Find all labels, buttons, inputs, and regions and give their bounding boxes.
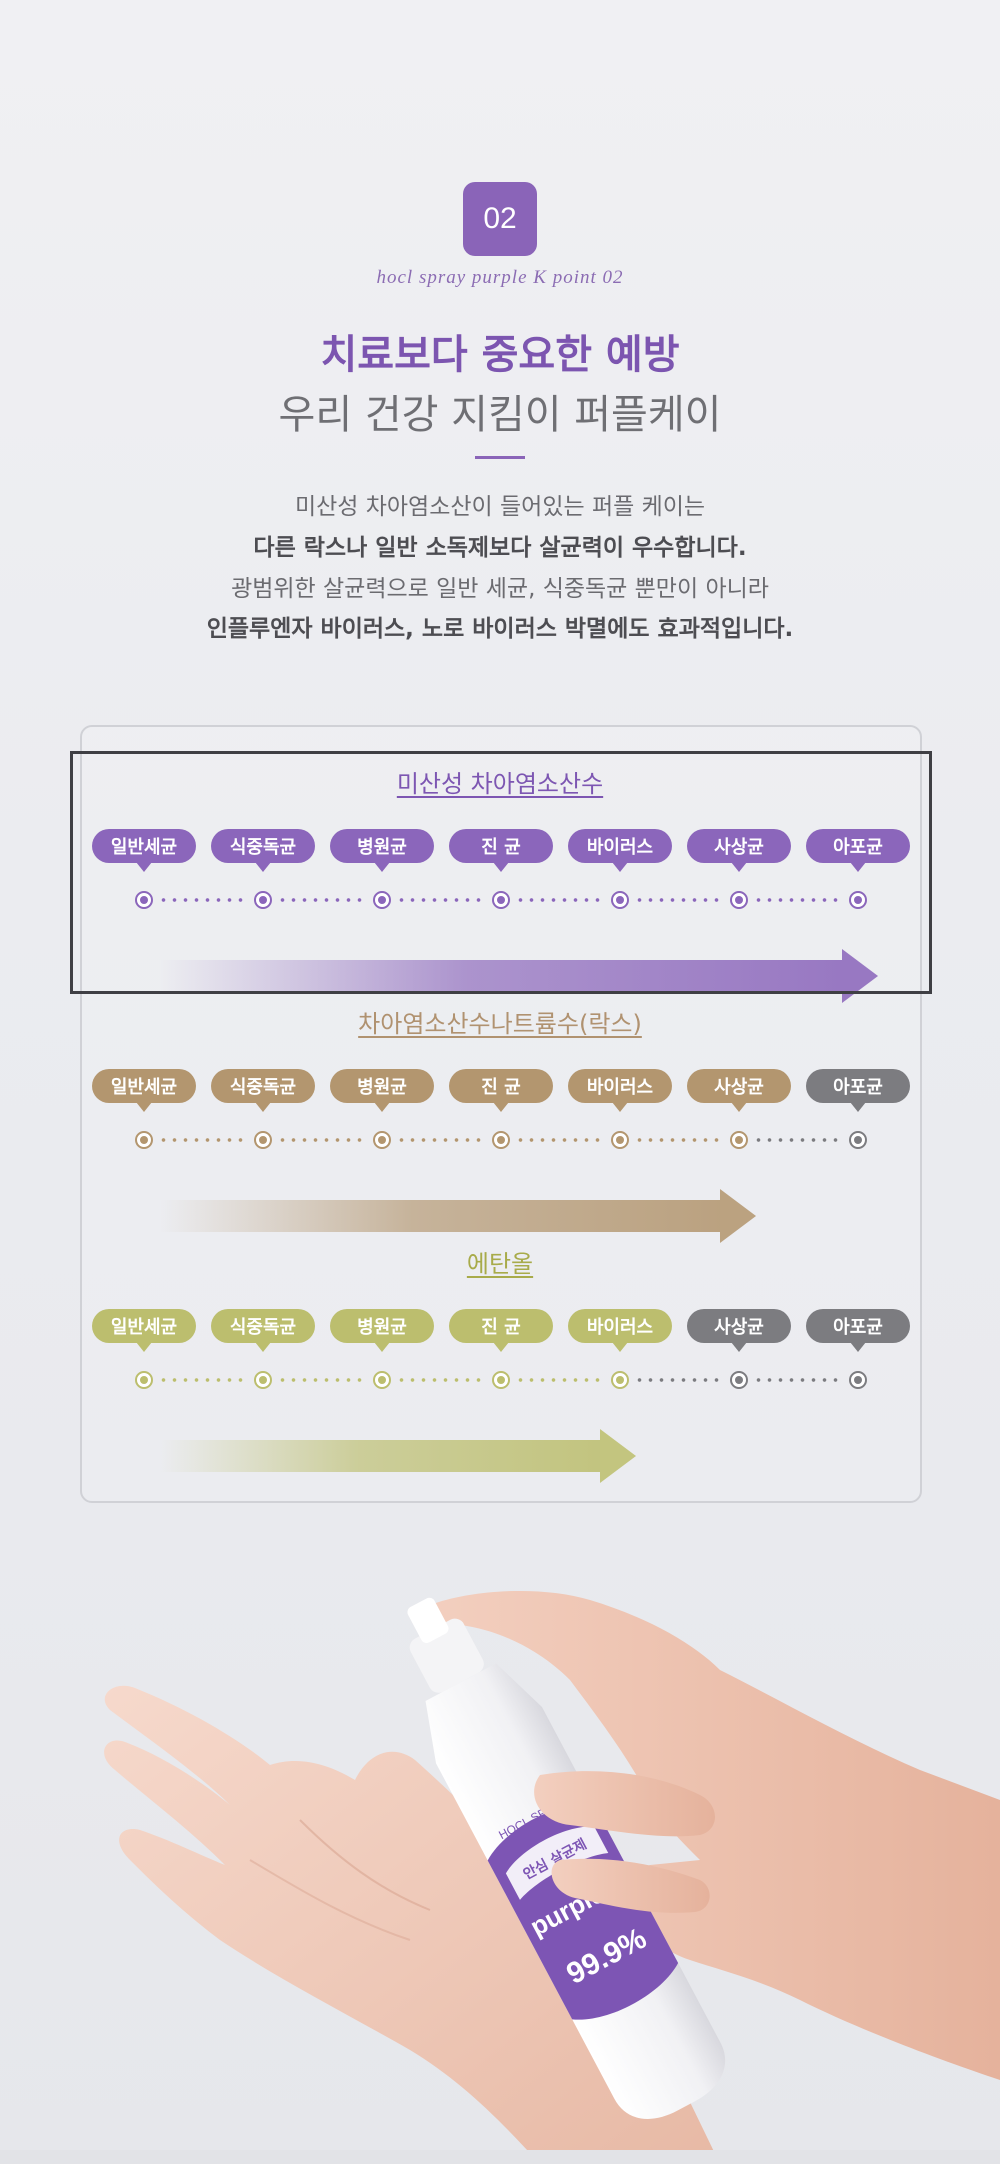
organism-pill: 일반세균: [92, 1069, 196, 1112]
row-title: 에탄올: [466, 1250, 534, 1278]
organism-pill: 아포균: [806, 829, 910, 872]
timeline-dots: [277, 1138, 368, 1142]
timeline-node: [135, 1371, 153, 1389]
row-title: 미산성 차아염소산수: [396, 770, 604, 798]
organism-pill: 병원균: [330, 1069, 434, 1112]
timeline-node: [254, 1131, 272, 1149]
timeline-node: [254, 891, 272, 909]
organism-pill: 식중독균: [211, 1309, 315, 1352]
hands-spray-illustration: HOCL SPRAY 안심 살균제 purple K 99.9%: [104, 1590, 1000, 2164]
timeline-node: [730, 891, 748, 909]
timeline-node: [611, 1371, 629, 1389]
timeline-dots: [158, 898, 249, 902]
organism-pill: 사상균: [687, 829, 791, 872]
organism-pill: 진 균: [449, 1069, 553, 1112]
organism-pill: 병원균: [330, 1309, 434, 1352]
right-hand: [429, 1590, 1000, 2080]
timeline-dots: [753, 1378, 844, 1382]
section-heading-secondary: 우리 건강 지킴이 퍼플케이: [278, 392, 722, 438]
coverage-arrow-head: [600, 1429, 636, 1483]
bottom-band: [0, 2150, 1000, 2164]
organism-pill: 아포균: [806, 1309, 910, 1352]
timeline-dots: [634, 1138, 725, 1142]
organism-pill: 아포균: [806, 1069, 910, 1112]
timeline-dots: [753, 1138, 844, 1142]
timeline-node: [849, 891, 867, 909]
coverage-arrow-body: [160, 1440, 600, 1472]
organism-pill: 바이러스: [568, 1309, 672, 1352]
timeline-dots: [158, 1378, 249, 1382]
timeline-dots: [396, 1138, 487, 1142]
organism-pill: 바이러스: [568, 1069, 672, 1112]
timeline-node: [373, 1371, 391, 1389]
right-hand-fingers: [534, 1771, 715, 1913]
timeline-dots: [515, 898, 606, 902]
row-title: 차아염소산수나트륨수(락스): [358, 1010, 642, 1038]
coverage-arrow-head: [842, 949, 878, 1003]
coverage-arrow-head: [720, 1189, 756, 1243]
organism-pill: 병원균: [330, 829, 434, 872]
point-number-badge: 02: [463, 182, 537, 256]
timeline-dots: [277, 898, 368, 902]
coverage-arrow-body: [160, 1200, 720, 1232]
organism-pill: 바이러스: [568, 829, 672, 872]
section-subtitle: hocl spray purple K point 02: [376, 267, 624, 288]
timeline-dots: [634, 1378, 725, 1382]
timeline-dots: [515, 1378, 606, 1382]
timeline-node: [492, 891, 510, 909]
organism-pill: 식중독균: [211, 829, 315, 872]
timeline-dots: [396, 898, 487, 902]
description-line-3: 광범위한 살균력으로 일반 세균, 식중독균 뿐만이 아니라: [231, 576, 769, 602]
timeline-node: [611, 891, 629, 909]
timeline-dots: [515, 1138, 606, 1142]
organism-pill: 일반세균: [92, 1309, 196, 1352]
organism-pill: 진 균: [449, 829, 553, 872]
timeline-dots: [753, 898, 844, 902]
organism-pill: 사상균: [687, 1069, 791, 1112]
organism-pill: 식중독균: [211, 1069, 315, 1112]
timeline-node: [730, 1371, 748, 1389]
timeline-node: [849, 1371, 867, 1389]
highlight-frame: [70, 751, 932, 994]
heading-divider: [475, 456, 525, 459]
description-line-4: 인플루엔자 바이러스, 노로 바이러스 박멸에도 효과적입니다.: [206, 616, 794, 642]
timeline-node: [849, 1131, 867, 1149]
timeline-dots: [634, 898, 725, 902]
timeline-node: [135, 891, 153, 909]
timeline-node: [492, 1371, 510, 1389]
organism-pill: 진 균: [449, 1309, 553, 1352]
section-heading-primary: 치료보다 중요한 예방: [320, 332, 680, 378]
organism-pill: 사상균: [687, 1309, 791, 1352]
description-line-1: 미산성 차아염소산이 들어있는 퍼플 케이는: [294, 494, 706, 520]
coverage-arrow-body: [160, 960, 842, 992]
timeline-node: [730, 1131, 748, 1149]
timeline-node: [373, 1131, 391, 1149]
timeline-dots: [396, 1378, 487, 1382]
organism-pill: 일반세균: [92, 829, 196, 872]
timeline-node: [373, 891, 391, 909]
left-palm: [104, 1685, 721, 2164]
timeline-node: [611, 1131, 629, 1149]
timeline-node: [492, 1131, 510, 1149]
timeline-dots: [158, 1138, 249, 1142]
description-line-2: 다른 락스나 일반 소독제보다 살균력이 우수합니다.: [253, 535, 747, 561]
timeline-node: [135, 1131, 153, 1149]
timeline-dots: [277, 1378, 368, 1382]
timeline-node: [254, 1371, 272, 1389]
